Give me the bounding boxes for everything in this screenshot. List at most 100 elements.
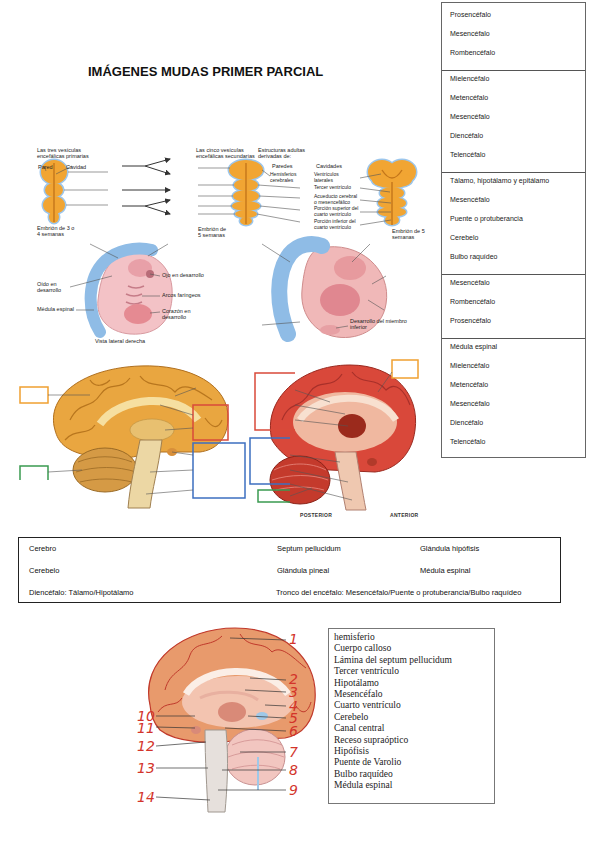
part-label: Porción superior del cuarto ventrículo: [314, 206, 360, 218]
blank-label-box: [193, 405, 228, 440]
brain-sagittal-left: [76, 457, 136, 482]
list-item: Mielencéfalo: [450, 75, 489, 83]
embryo-lateral-view: [148, 244, 168, 256]
split-arrows: [122, 166, 145, 167]
embryo-lateral-view: [70, 276, 112, 287]
list-item: Cuarto ventrículo: [334, 700, 401, 711]
split-arrows: [145, 166, 170, 174]
leader-line: [290, 470, 348, 482]
list-item: Rombencéfalo: [450, 298, 495, 306]
leader-line: [48, 388, 196, 494]
embryo-five-weeks: [320, 325, 340, 335]
secondary-vesicles: [258, 185, 300, 188]
blank-label-box: [193, 443, 245, 498]
list-item: Médula espinal: [420, 567, 470, 576]
embryo-five-weeks: [262, 322, 300, 325]
brain-sagittal-right: [270, 456, 330, 504]
brain-numbered: [232, 740, 282, 745]
list-item: Médula espinal: [450, 343, 497, 351]
adult-vesicles: [360, 212, 391, 213]
secondary-vesicles: [198, 160, 300, 225]
leader-line: [48, 470, 82, 472]
secondary-vesicles: [229, 160, 263, 225]
brain-numbered: [158, 698, 182, 712]
callout-number: 11: [137, 720, 155, 736]
leader-line: [240, 752, 286, 753]
leader-line: [156, 716, 195, 717]
leader-line: [295, 405, 345, 414]
primary-vesicles: [68, 172, 108, 173]
embryo-five-weeks: [262, 244, 290, 262]
embryo-lateral-view: [91, 249, 152, 333]
list-item: Mesencéfalo: [450, 113, 490, 121]
brain-numbered: [191, 726, 201, 734]
part-label: Oído en desarrollo: [37, 281, 70, 294]
primary-vesicles: [53, 163, 54, 222]
list-item: Prosencéfalo: [450, 317, 491, 325]
leader-line: [290, 488, 312, 496]
brain-sagittal-left: [70, 378, 130, 420]
list-item: Cerebelo: [450, 234, 478, 242]
group-separator: [442, 70, 585, 71]
part-label: Las tres vesículas encefálicas primarias: [37, 147, 99, 160]
embryo-lateral-view: [90, 244, 118, 258]
blank-label-box: [20, 387, 245, 498]
blank-label-box: [20, 387, 48, 403]
part-label: Las cinco vesículas encefálicas secundar…: [196, 147, 256, 160]
list-item: Prosencéfalo: [450, 11, 491, 19]
brain-sagittal-right: [272, 464, 328, 490]
brain-numbered: [200, 692, 258, 700]
part-label: Desarrollo del miembro inferior: [350, 318, 422, 331]
part-label: Ventrículos laterales: [314, 172, 358, 184]
list-item: Puente o protuberancia: [450, 215, 523, 223]
secondary-vesicles: [198, 196, 233, 197]
term-list-box: hemisferioCuerpo callosoLámina del septu…: [328, 628, 495, 804]
list-item: Mesencéfalo: [334, 689, 383, 700]
list-item: Diencéfalo: [450, 419, 483, 427]
embryo-five-weeks: [352, 244, 370, 262]
brain-sagittal-left: [73, 448, 137, 492]
adult-vesicles: [360, 174, 391, 225]
split-arrows: [122, 190, 170, 191]
page-title: IMÁGENES MUDAS PRIMER PARCIAL: [88, 64, 323, 79]
list-item: Mesencéfalo: [450, 279, 490, 287]
leader-line: [156, 768, 208, 769]
list-item: Glándula hipófisis: [420, 545, 479, 554]
list-item: Tercer ventrículo: [334, 666, 399, 677]
split-arrows: [145, 200, 170, 206]
embryo-lateral-view: [126, 286, 144, 304]
brain-sagittal-right: [274, 464, 326, 470]
brain-sagittal-left: [65, 376, 222, 440]
list-item: Cerebelo: [334, 712, 368, 723]
primary-vesicles: [44, 166, 108, 205]
brain-sagittal-left: [140, 376, 212, 400]
brain-sagittal-left: [78, 457, 132, 462]
embryo-five-weeks: [320, 284, 360, 316]
list-item: Telencéfalo: [450, 151, 485, 159]
leader-line: [265, 705, 286, 706]
list-item: Médula espinal: [334, 780, 392, 791]
embryo-lateral-view: [70, 244, 168, 313]
group-separator: [442, 338, 585, 339]
brain-sagittal-left: [128, 440, 162, 508]
list-item: Diencéfalo: [450, 132, 483, 140]
list-item: Cuerpo calloso: [334, 643, 391, 654]
secondary-vesicles: [198, 185, 234, 186]
brain-numbered: [218, 702, 246, 722]
adult-vesicles: [360, 160, 416, 225]
part-label: Acueducto cerebral o mesencefálico: [314, 194, 358, 206]
embryo-lateral-view: [150, 312, 160, 313]
embryo-five-weeks: [368, 300, 384, 310]
callout-number: 13: [137, 760, 155, 776]
brain-numbered: [149, 628, 316, 812]
leader-line: [295, 420, 348, 426]
brain-sagittal-left: [65, 425, 95, 440]
embryo-lateral-view: [76, 310, 94, 311]
list-item: Hipófisis: [334, 746, 369, 757]
part-label: Estructuras adultas derivadas de:: [258, 147, 316, 160]
embryo-lateral-view: [142, 296, 160, 297]
leader-line: [378, 372, 392, 392]
secondary-vesicles: [257, 214, 300, 222]
embryo-five-weeks: [262, 244, 386, 328]
